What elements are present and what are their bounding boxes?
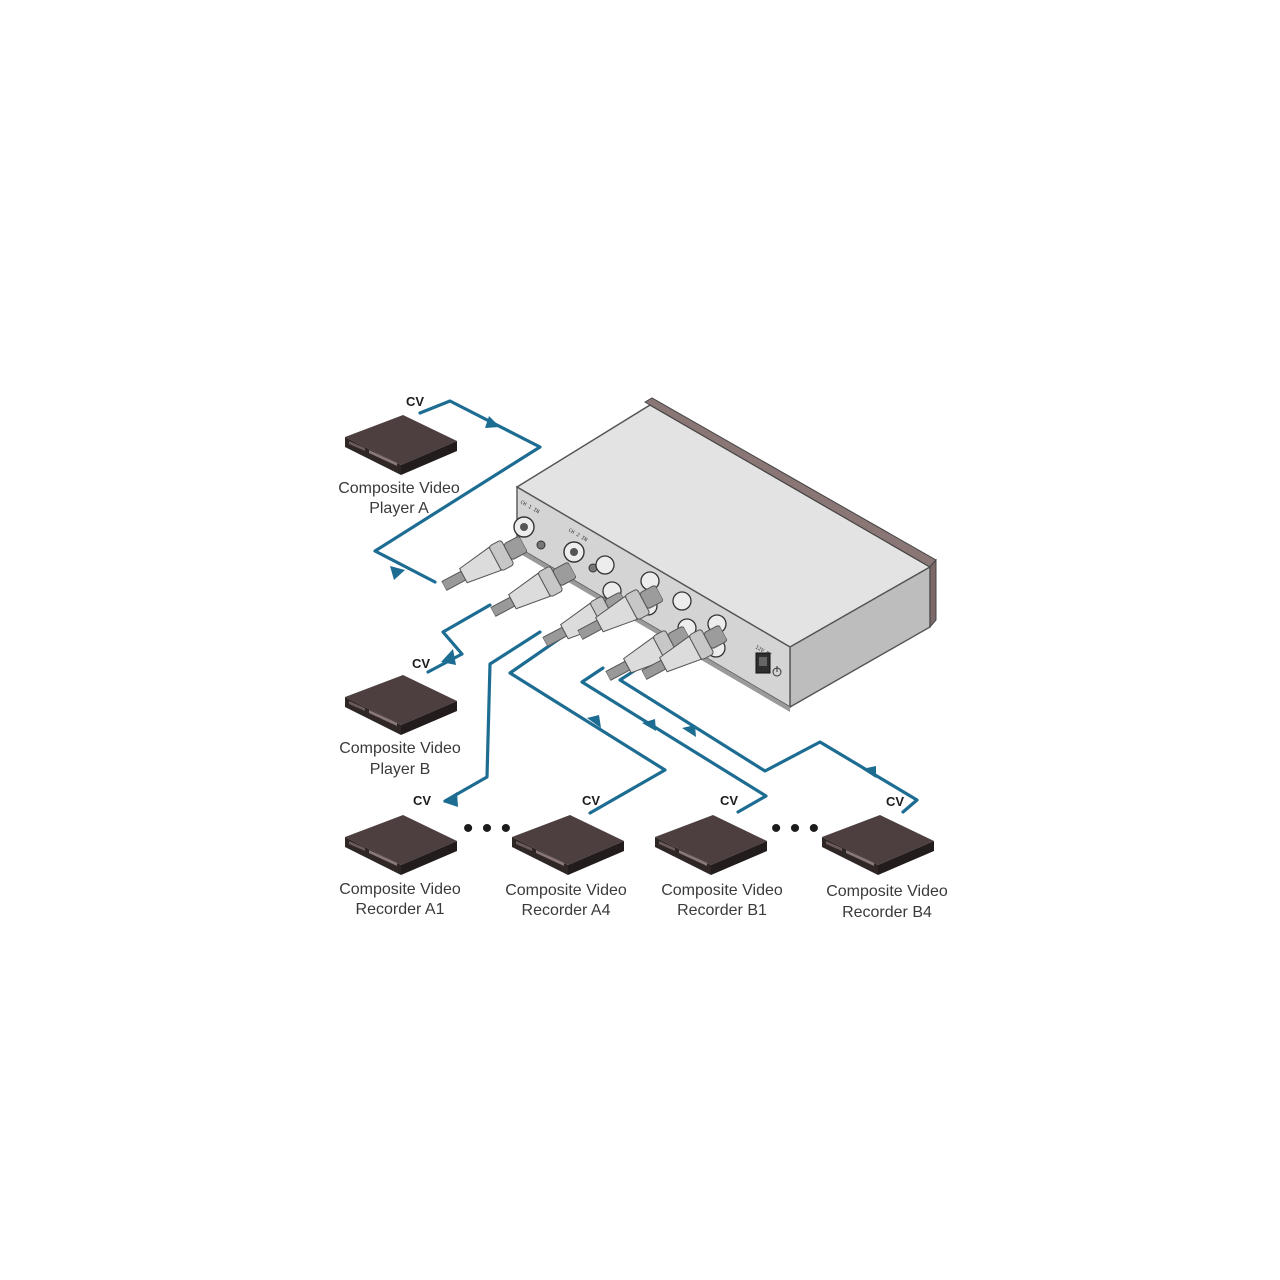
player-b-cv-label: CV bbox=[412, 656, 430, 671]
cables bbox=[373, 399, 919, 815]
power-jack[interactable] bbox=[755, 652, 771, 674]
ellipsis-b: • • • bbox=[771, 812, 819, 845]
ellipsis-a: • • • bbox=[463, 812, 511, 845]
ch1-input-socket[interactable] bbox=[513, 516, 535, 538]
bnc-plug bbox=[436, 530, 531, 599]
recorder-a1-cv-label: CV bbox=[413, 793, 431, 808]
recorder-b1-label-line2: Recorder B1 bbox=[677, 902, 767, 919]
ch2-input-socket[interactable] bbox=[563, 541, 585, 563]
cable-out-to-recorder-b4 bbox=[618, 665, 919, 814]
recorder-b1-cv-label: CV bbox=[720, 793, 738, 808]
arrow-icon bbox=[682, 725, 696, 737]
arrow-icon bbox=[587, 715, 601, 728]
recorder-a4-label-line2: Recorder A4 bbox=[522, 902, 611, 919]
arrow-icon bbox=[862, 766, 876, 778]
player-a-label-line2: Player A bbox=[369, 500, 429, 517]
recorder-a4: CV Composite Video Recorder A4 bbox=[505, 793, 627, 919]
cable-out-to-recorder-a4 bbox=[508, 626, 667, 815]
recorder-b4-cv-label: CV bbox=[886, 794, 904, 809]
recorder-a4-cv-label: CV bbox=[582, 793, 600, 808]
player-b-label-line1: Composite Video bbox=[339, 740, 461, 757]
cable-player-a-to-ch1-in bbox=[373, 399, 542, 584]
recorder-a1-label-line1: Composite Video bbox=[339, 881, 461, 898]
power-icon bbox=[772, 666, 782, 677]
chassis-side-strip bbox=[929, 558, 937, 629]
distribution-amplifier-unit: CH 1 IN CH 2 IN 12V DC bbox=[513, 397, 937, 712]
output-socket[interactable] bbox=[672, 591, 692, 611]
recorder-a4-label-line1: Composite Video bbox=[505, 882, 627, 899]
cable-out-to-recorder-b1 bbox=[580, 666, 768, 814]
player-a: CV Composite Video Player A bbox=[338, 394, 460, 517]
recorder-b4-device-icon bbox=[822, 815, 934, 875]
output-socket[interactable] bbox=[595, 555, 615, 575]
player-a-device-icon bbox=[345, 415, 457, 475]
chassis-bottom-edge bbox=[517, 547, 790, 712]
arrow-icon bbox=[485, 416, 500, 428]
recorder-a1-device-icon bbox=[345, 815, 457, 875]
player-a-cv-label: CV bbox=[406, 394, 424, 409]
player-a-label-line1: Composite Video bbox=[338, 480, 460, 497]
arrow-icon bbox=[443, 792, 458, 807]
recorder-a4-device-icon bbox=[512, 815, 624, 875]
recorder-b4-label-line2: Recorder B4 bbox=[842, 904, 932, 921]
cable-out-to-recorder-a1 bbox=[443, 630, 542, 803]
recorder-b1-label-line1: Composite Video bbox=[661, 882, 783, 899]
player-b-label-line2: Player B bbox=[370, 761, 430, 778]
recorder-b1: CV Composite Video Recorder B1 bbox=[655, 793, 783, 919]
arrow-icon bbox=[642, 719, 656, 731]
recorder-a1-label-line2: Recorder A1 bbox=[356, 901, 445, 918]
arrow-icon bbox=[390, 566, 405, 580]
recorder-b1-device-icon bbox=[655, 815, 767, 875]
ch1-termination-switch[interactable] bbox=[536, 540, 546, 550]
arrow-icon bbox=[441, 649, 456, 665]
recorder-b4-label-line1: Composite Video bbox=[826, 883, 948, 900]
cable-player-b-to-ch2-in bbox=[426, 603, 492, 674]
recorder-a1: CV Composite Video Recorder A1 bbox=[339, 793, 461, 918]
recorder-b4: CV Composite Video Recorder B4 bbox=[822, 794, 948, 921]
player-b-device-icon bbox=[345, 675, 457, 735]
player-b: CV Composite Video Player B bbox=[339, 656, 461, 778]
